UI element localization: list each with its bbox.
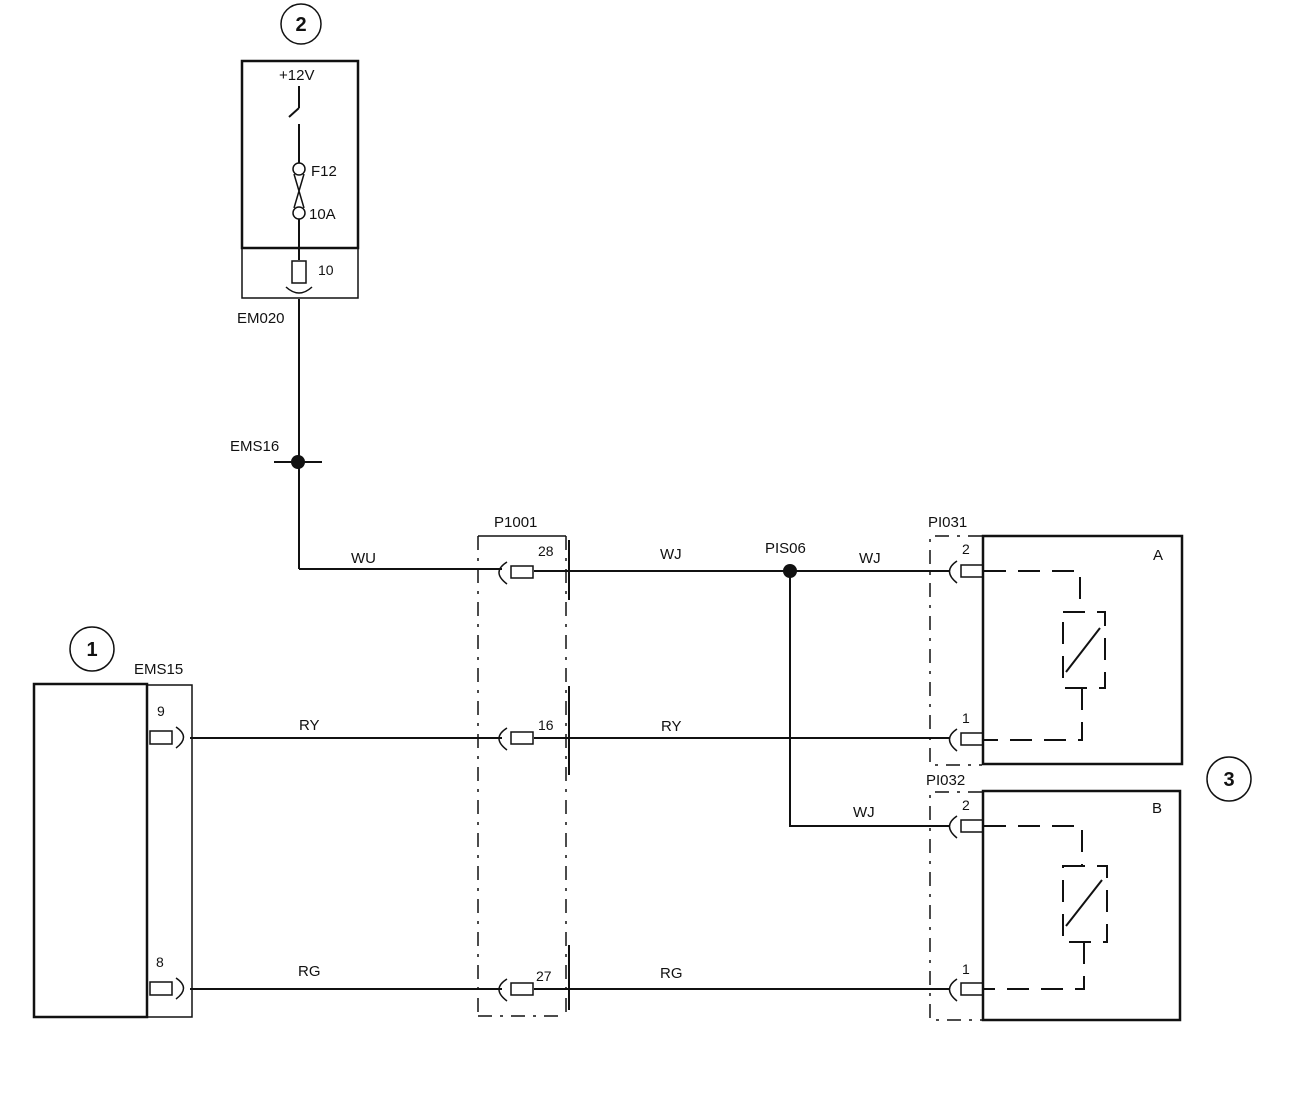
callout-1: 1	[86, 639, 97, 661]
connector-pi031-label: PI031	[928, 514, 967, 531]
ems15-pin-9	[149, 730, 173, 745]
connector-p1001	[477, 535, 570, 1017]
pin-10	[291, 260, 307, 284]
ems15-pin-8-label: 8	[156, 954, 164, 970]
p1001-pin-28	[510, 565, 534, 579]
pressure-switch-b-icon	[984, 825, 1108, 990]
pi032-pin-2-label: 2	[962, 797, 970, 813]
pi031-pin-1	[960, 732, 984, 746]
wire-ry-label-2: RY	[661, 718, 682, 735]
connector-p1001-label: P1001	[494, 514, 537, 531]
p1001-pin-16-label: 16	[538, 717, 554, 733]
pi031-pin-2	[960, 564, 984, 578]
fuse-rating: 10A	[309, 206, 336, 223]
ems15-pin-9-label: 9	[157, 703, 165, 719]
connector-ems15-label: EMS15	[134, 661, 183, 678]
connector-pi032	[929, 791, 984, 1021]
wire-wj-label-1: WJ	[660, 546, 682, 563]
callout-2: 2	[295, 14, 306, 36]
p1001-pin-27-label: 27	[536, 968, 552, 984]
callout-3: 3	[1223, 769, 1234, 791]
wire-wj-label-3: WJ	[853, 804, 875, 821]
connector-pi032-label: PI032	[926, 772, 965, 789]
splice-ems16-dot	[291, 455, 305, 469]
fuse-box-connector-frame	[241, 248, 359, 299]
splice-pis06-label: PIS06	[765, 540, 806, 557]
supply-label: +12V	[279, 67, 314, 84]
wire-ry-label-1: RY	[299, 717, 320, 734]
pi032-pin-1-label: 1	[962, 961, 970, 977]
connector-em020-label: EM020	[237, 310, 285, 327]
component-b-label: B	[1152, 800, 1162, 817]
callout-1-circle	[69, 626, 115, 672]
pressure-switch-a-icon	[984, 570, 1106, 741]
ems15-pin-8	[149, 981, 173, 996]
fuse-box: +12V F12 10A 10	[240, 59, 360, 299]
connector-ems15	[147, 684, 193, 1018]
pi032-pin-1	[960, 982, 984, 996]
callout-2-circle	[280, 3, 322, 45]
pi031-pin-2-label: 2	[962, 541, 970, 557]
pi031-pin-1-label: 1	[962, 710, 970, 726]
fuse-id: F12	[311, 163, 337, 180]
splice-ems16-label: EMS16	[230, 438, 279, 455]
pin-10-label: 10	[318, 262, 334, 278]
callout-3-circle	[1206, 756, 1252, 802]
ecu-module	[32, 682, 149, 1019]
p1001-pin-16	[510, 731, 534, 745]
p1001-pin-28-label: 28	[538, 543, 554, 559]
wire-wj-label-2: WJ	[859, 550, 881, 567]
component-a-label: A	[1153, 547, 1163, 564]
wire-wj-branch	[789, 571, 950, 827]
wire-rg-label-2: RG	[660, 965, 683, 982]
wire-wu-label: WU	[351, 550, 376, 567]
pi032-pin-2	[960, 819, 984, 833]
wire-rg-label-1: RG	[298, 963, 321, 980]
p1001-pin-27	[510, 982, 534, 996]
